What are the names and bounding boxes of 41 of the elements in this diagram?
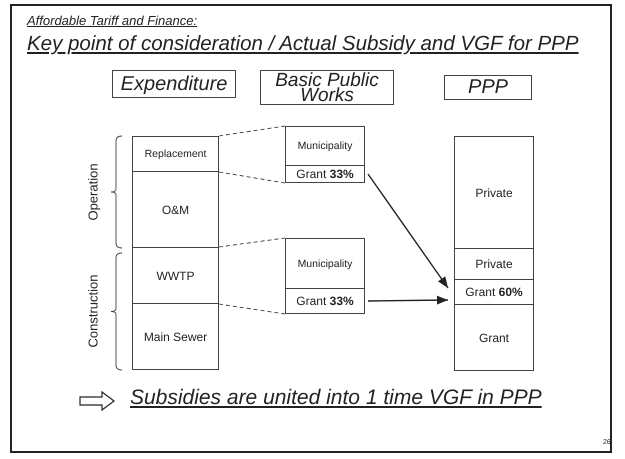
funding-segment bbox=[285, 165, 365, 183]
column-heading bbox=[260, 70, 394, 105]
segment-label: O&M bbox=[162, 202, 190, 216]
column-heading bbox=[444, 75, 532, 100]
segment-label: Basic Public Works bbox=[274, 72, 380, 102]
arrow bbox=[367, 174, 449, 288]
funding-segment bbox=[285, 288, 365, 314]
cost-segment bbox=[132, 303, 219, 370]
segment-label: Main Sewer bbox=[144, 330, 208, 344]
axis-group-label: Construction bbox=[86, 274, 100, 348]
projection-line bbox=[218, 238, 286, 248]
segment-label: Grant 33% bbox=[296, 294, 354, 308]
segment-label: Grant bbox=[478, 330, 509, 344]
conclusion-text: Subsidies are united into 1 time VGF in PPP bbox=[130, 386, 542, 410]
funding-segment bbox=[454, 136, 534, 249]
cost-segment bbox=[132, 136, 219, 172]
subtitle: Affordable Tariff and Finance: bbox=[27, 13, 198, 28]
segment-label: Municipality bbox=[298, 258, 352, 270]
funding-segment bbox=[285, 126, 365, 166]
projection-line bbox=[218, 126, 286, 136]
segment-label: WWTP bbox=[156, 268, 194, 282]
segment-label: Replacement bbox=[144, 148, 206, 160]
funding-segment bbox=[285, 238, 365, 289]
funding-segment bbox=[454, 304, 534, 371]
funding-segment bbox=[454, 248, 534, 280]
projection-line bbox=[218, 172, 286, 184]
segment-label: Expenditure bbox=[120, 76, 228, 92]
segment-label: Private bbox=[475, 186, 513, 200]
funding-segment bbox=[454, 279, 534, 305]
segment-label: Grant 33% bbox=[296, 167, 354, 181]
column-heading bbox=[112, 70, 236, 98]
segment-label: Grant 60% bbox=[465, 285, 523, 299]
axis-group-label: Operation bbox=[86, 163, 100, 221]
arrow bbox=[368, 296, 448, 305]
projection-line bbox=[218, 304, 286, 314]
segment-label: Private bbox=[475, 257, 513, 271]
cost-segment bbox=[132, 247, 219, 304]
segment-label: PPP bbox=[468, 79, 508, 96]
segment-label: Municipality bbox=[298, 140, 352, 152]
cost-segment bbox=[132, 171, 219, 248]
slide-title: Key point of consideration / Actual Subsidy and VGF for PPP bbox=[27, 32, 579, 56]
